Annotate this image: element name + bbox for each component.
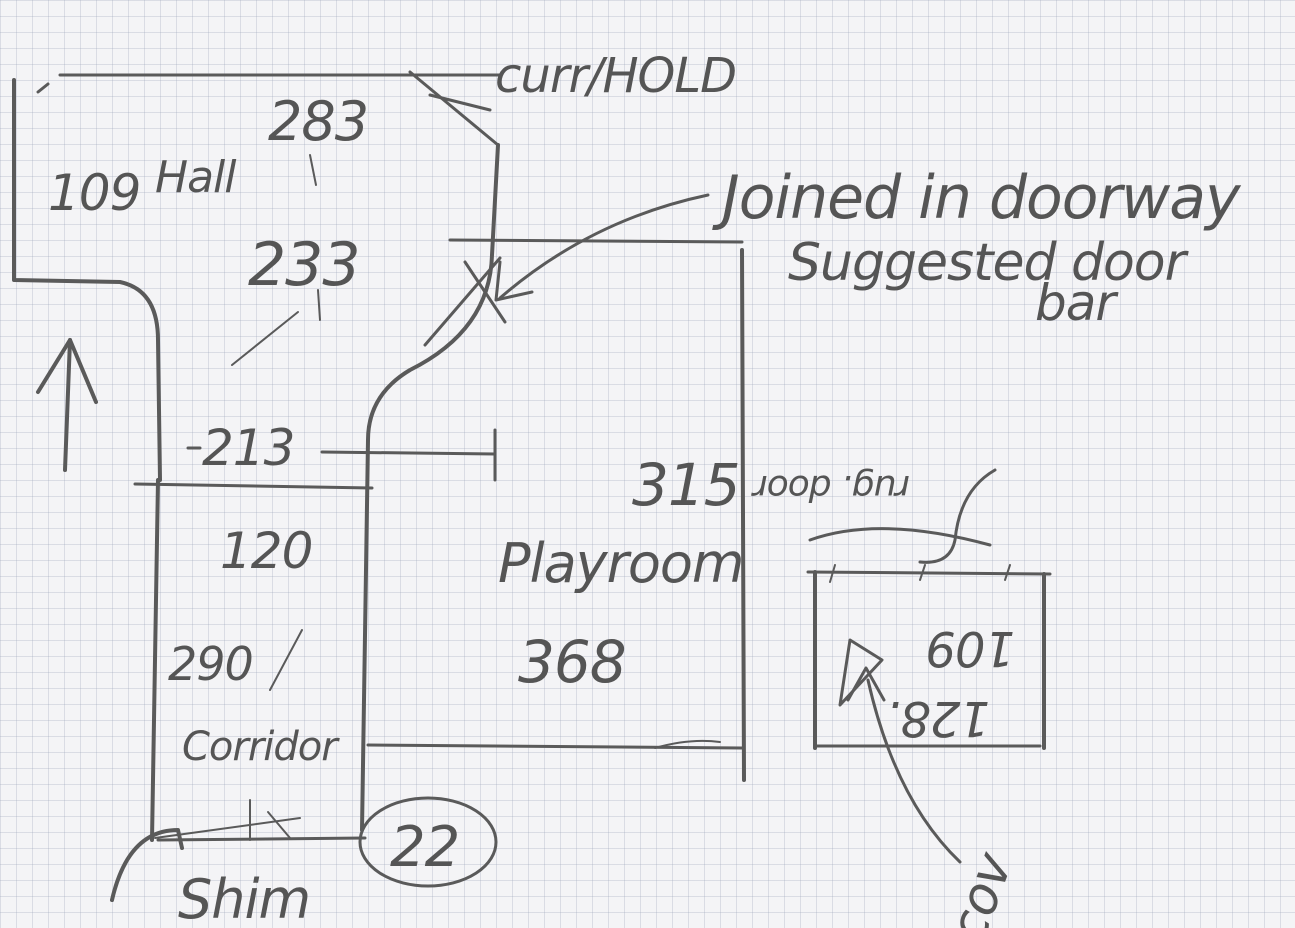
corridor-labels: 120 290 Corridor 22 Shim — [168, 522, 460, 928]
small-room-note-label: rug. door — [751, 467, 910, 508]
corridor-end-circle — [358, 796, 498, 888]
cupboard-arrow — [846, 666, 962, 864]
corridor-end-label: 22 — [390, 815, 459, 880]
corridor-width-label: 120 — [220, 522, 312, 580]
doorway-cross — [423, 256, 507, 347]
corridor-name-label: Corridor — [182, 724, 340, 770]
door-note-line-1: Joined in doorway — [712, 163, 1242, 233]
playroom-walls — [366, 238, 746, 782]
cupboard-arrow-label: cov — [938, 844, 1025, 928]
shim-label: Shim — [178, 868, 310, 928]
small-room-labels: rug. door 109 128. cov — [751, 467, 1025, 928]
playroom-width-label: 368 — [518, 628, 626, 696]
hall-top-dimension: 283 — [268, 90, 368, 153]
small-room-arrow — [838, 638, 884, 707]
small-room-label-a: 109 — [926, 620, 1015, 676]
doorway-note-arrow — [494, 193, 710, 302]
hall-width-label: 109 — [48, 164, 140, 222]
hall-up-arrow — [36, 338, 98, 472]
hall-labels: 109 Hall 283 233 213 — [48, 90, 369, 477]
hall-mid-dimension: 233 — [248, 230, 360, 300]
hall-walls — [12, 70, 502, 832]
hall-low-dimension: 213 — [202, 419, 294, 477]
playroom-depth-label: 315 — [632, 451, 740, 519]
corridor-length-label: 290 — [168, 637, 253, 691]
door-note-line-3: bar — [1035, 274, 1119, 332]
playroom-name-label: Playroom — [498, 532, 744, 595]
hall-dimension-line — [186, 428, 497, 482]
rug-door-scribble — [808, 468, 997, 564]
door-notes: Joined in doorway Suggested door bar cur… — [495, 48, 1243, 332]
corridor-walls — [110, 478, 374, 902]
playroom-labels: 315 Playroom 368 — [498, 451, 745, 696]
hall-name-label: Hall — [155, 152, 237, 203]
small-room-label-b: 128. — [887, 690, 990, 746]
cupboard-top-label: curr/HOLD — [495, 48, 736, 104]
small-room-walls — [806, 564, 1052, 750]
door-note-line-2: Suggested door — [788, 233, 1190, 293]
dimension-ticks — [231, 154, 321, 691]
